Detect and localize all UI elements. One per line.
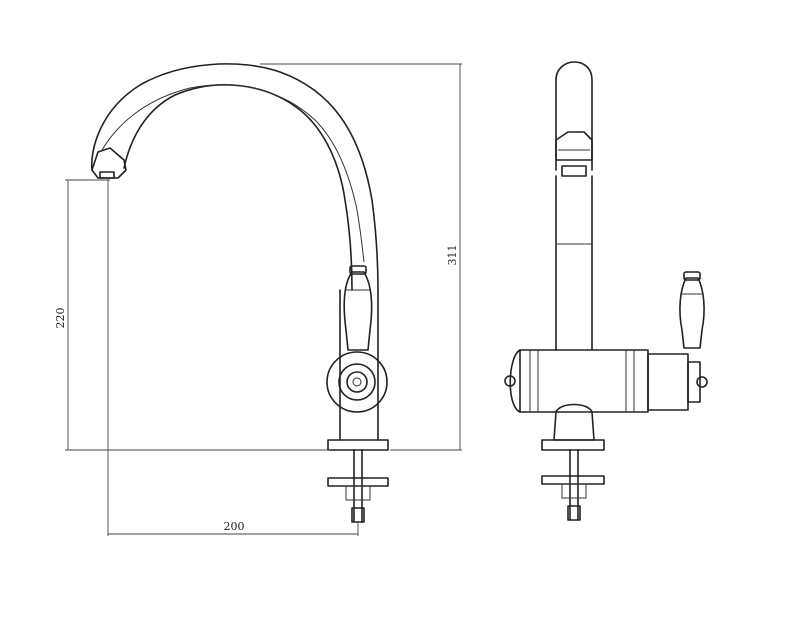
base-plate: [327, 439, 389, 451]
front-cartridge: [647, 353, 689, 411]
front-lever-handle: [679, 277, 705, 349]
front-view: [504, 61, 708, 521]
front-body: [519, 349, 649, 413]
mounting-nut: [327, 477, 389, 487]
front-shank-end: [567, 505, 581, 521]
valve-inner-circle: [346, 371, 368, 393]
spout-outer-curve: [90, 63, 379, 291]
front-left-knob: [504, 375, 516, 387]
aerator: [99, 171, 115, 179]
front-base-plate: [541, 439, 605, 451]
front-lever-cap: [683, 271, 701, 281]
front-spout-top: [555, 61, 593, 171]
front-lower-neck: [553, 403, 595, 441]
dim-200-label: 200: [224, 520, 245, 533]
side-view: 220 311 200: [54, 63, 462, 536]
front-cartridge-cap: [687, 361, 701, 403]
lever-handle: [343, 271, 373, 351]
valve-center-circle: [352, 377, 362, 387]
lever-cap: [349, 265, 367, 275]
dim-220-label: 220: [54, 308, 67, 329]
dim-311-label: 311: [446, 245, 459, 266]
front-right-knob: [696, 376, 708, 388]
front-mounting-nut: [541, 475, 605, 485]
nut-washer: [345, 485, 371, 501]
front-body-left-end: [509, 349, 521, 413]
spout-inner-curve: [123, 84, 353, 291]
front-aerator: [561, 165, 587, 177]
spout-detail-line: [101, 84, 365, 263]
spout-tip: [91, 147, 127, 179]
front-spout-head: [555, 131, 593, 161]
valve-outer-circle: [326, 351, 388, 413]
valve-middle-circle: [338, 363, 376, 401]
front-nut-washer: [561, 483, 587, 499]
